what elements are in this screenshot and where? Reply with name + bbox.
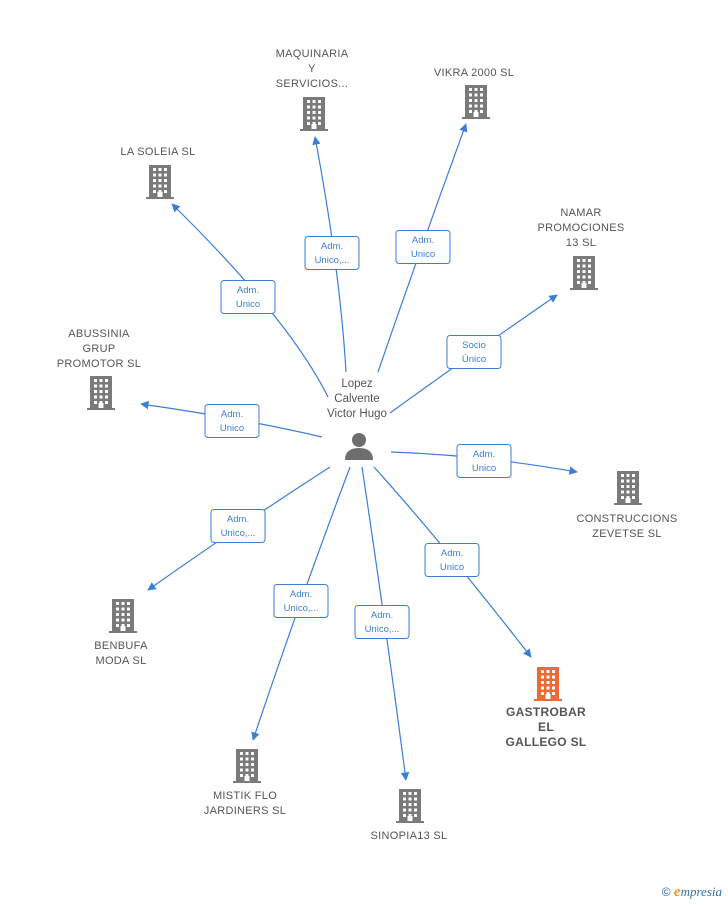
relation-label-text: Adm. [412, 235, 434, 246]
company-name-line: BENBUFA [94, 640, 148, 652]
person-icon [345, 433, 373, 460]
relation-label-box [204, 404, 260, 438]
company-name-line: MAQUINARIA [276, 48, 349, 60]
relation-label-text: Adm. [473, 449, 495, 460]
relation-label-text: Unico,... [365, 624, 400, 635]
company-name-line: CONSTRUCCIONS [576, 513, 677, 525]
company-name-line: Y [308, 63, 316, 75]
building-icon [534, 667, 562, 701]
company-node-construccions[interactable]: CONSTRUCCIONS ZEVETSE SL [576, 471, 677, 540]
company-name-line: JARDINERS SL [204, 805, 286, 817]
relation-label-text: Unico [472, 463, 496, 474]
relation-label-maquinaria[interactable]: Adm. Unico,... [304, 236, 360, 270]
building-icon [87, 376, 115, 410]
relation-label-benbufa[interactable]: Adm. Unico,... [210, 509, 266, 543]
company-name-line: GRUP [83, 343, 116, 355]
company-node-namar[interactable]: NAMAR PROMOCIONES 13 SL [537, 207, 624, 290]
relation-edges: Adm.UnicoAdm.Unico,...Adm.UnicoSocioÚnic… [140, 123, 578, 781]
person-name-line: Lopez [341, 378, 373, 390]
company-name-line: VIKRA 2000 SL [434, 67, 514, 79]
relation-label-text: Socio [462, 340, 486, 351]
company-name-line: PROMOCIONES [537, 222, 624, 234]
company-node-sinopia[interactable]: SINOPIA13 SL [371, 789, 448, 842]
relation-label-text: Unico [236, 299, 260, 310]
relation-label-gastrobar[interactable]: Adm. Unico [424, 543, 480, 577]
copyright-symbol: © [661, 885, 671, 899]
company-name-line: GALLEGO SL [506, 735, 587, 749]
company-name-line: PROMOTOR SL [57, 358, 141, 370]
company-name-line: GASTROBAR [506, 705, 586, 719]
relation-label-box [354, 605, 410, 639]
company-name-line: ABUSSINIA [68, 328, 130, 340]
relation-label-text: Unico,... [284, 603, 319, 614]
relation-label-sinopia[interactable]: Adm. Unico,... [354, 605, 410, 639]
relation-label-box [456, 444, 512, 478]
person-name-line: Victor Hugo [327, 408, 387, 420]
relation-label-box [304, 236, 360, 270]
empresia-footer[interactable]: © empresia [662, 884, 722, 901]
relation-label-box [273, 584, 329, 618]
relation-label-text: Adm. [321, 241, 343, 252]
relation-label-construccions[interactable]: Adm. Unico [456, 444, 512, 478]
relation-label-box [220, 280, 276, 314]
building-icon [300, 97, 328, 131]
building-icon [570, 256, 598, 290]
company-name-line: 13 SL [566, 237, 596, 249]
company-node-benbufa[interactable]: BENBUFA MODA SL [94, 599, 148, 667]
relation-label-vikra[interactable]: Adm. Unico [395, 230, 451, 264]
relation-label-text: Unico [220, 423, 244, 434]
company-nodes: LA SOLEIA SL MAQUINARIA Y SERVICIOS... VIKRA… [57, 48, 677, 842]
relation-label-text: Unico,... [221, 528, 256, 539]
building-icon [396, 789, 424, 823]
relation-label-text: Adm. [290, 589, 312, 600]
building-icon [146, 165, 174, 199]
company-node-vikra[interactable]: VIKRA 2000 SL [434, 67, 514, 119]
relation-label-text: Unico,... [315, 255, 350, 266]
building-icon [109, 599, 137, 633]
building-icon [233, 749, 261, 783]
relation-label-text: Unico [411, 249, 435, 260]
building-icon [614, 471, 642, 505]
company-name-line: SINOPIA13 SL [371, 830, 448, 842]
relation-label-box [395, 230, 451, 264]
company-name-line: MODA SL [95, 655, 146, 667]
relation-label-text: Único [462, 354, 486, 365]
company-name-line: EL [538, 720, 554, 734]
relation-label-text: Adm. [237, 285, 259, 296]
relation-label-box [424, 543, 480, 577]
company-node-abussinia[interactable]: ABUSSINIA GRUP PROMOTOR SL [57, 328, 141, 410]
relation-label-mistik[interactable]: Adm. Unico,... [273, 584, 329, 618]
empresia-logo-text: mpresia [680, 884, 722, 899]
relation-label-text: Unico [440, 562, 464, 573]
company-name-line: NAMAR [560, 207, 601, 219]
company-node-maquinaria[interactable]: MAQUINARIA Y SERVICIOS... [276, 48, 349, 131]
empresia-logo-initial: e [673, 884, 681, 900]
relation-label-text: Adm. [227, 514, 249, 525]
relation-label-box [210, 509, 266, 543]
company-node-la-soleia[interactable]: LA SOLEIA SL [120, 146, 195, 199]
company-name-line: ZEVETSE SL [592, 528, 662, 540]
relation-label-abussinia[interactable]: Adm. Unico [204, 404, 260, 438]
company-name-line: LA SOLEIA SL [120, 146, 195, 158]
relation-label-box [446, 335, 502, 369]
building-icon [462, 85, 490, 119]
relation-label-la-soleia[interactable]: Adm. Unico [220, 280, 276, 314]
relation-label-text: Adm. [441, 548, 463, 559]
company-name-line: MISTIK FLO [213, 790, 277, 802]
company-name-line: SERVICIOS... [276, 78, 348, 90]
relation-label-text: Adm. [221, 409, 243, 420]
person-name-line: Calvente [334, 393, 379, 405]
relation-label-text: Adm. [371, 610, 393, 621]
company-node-mistik[interactable]: MISTIK FLO JARDINERS SL [204, 749, 286, 817]
